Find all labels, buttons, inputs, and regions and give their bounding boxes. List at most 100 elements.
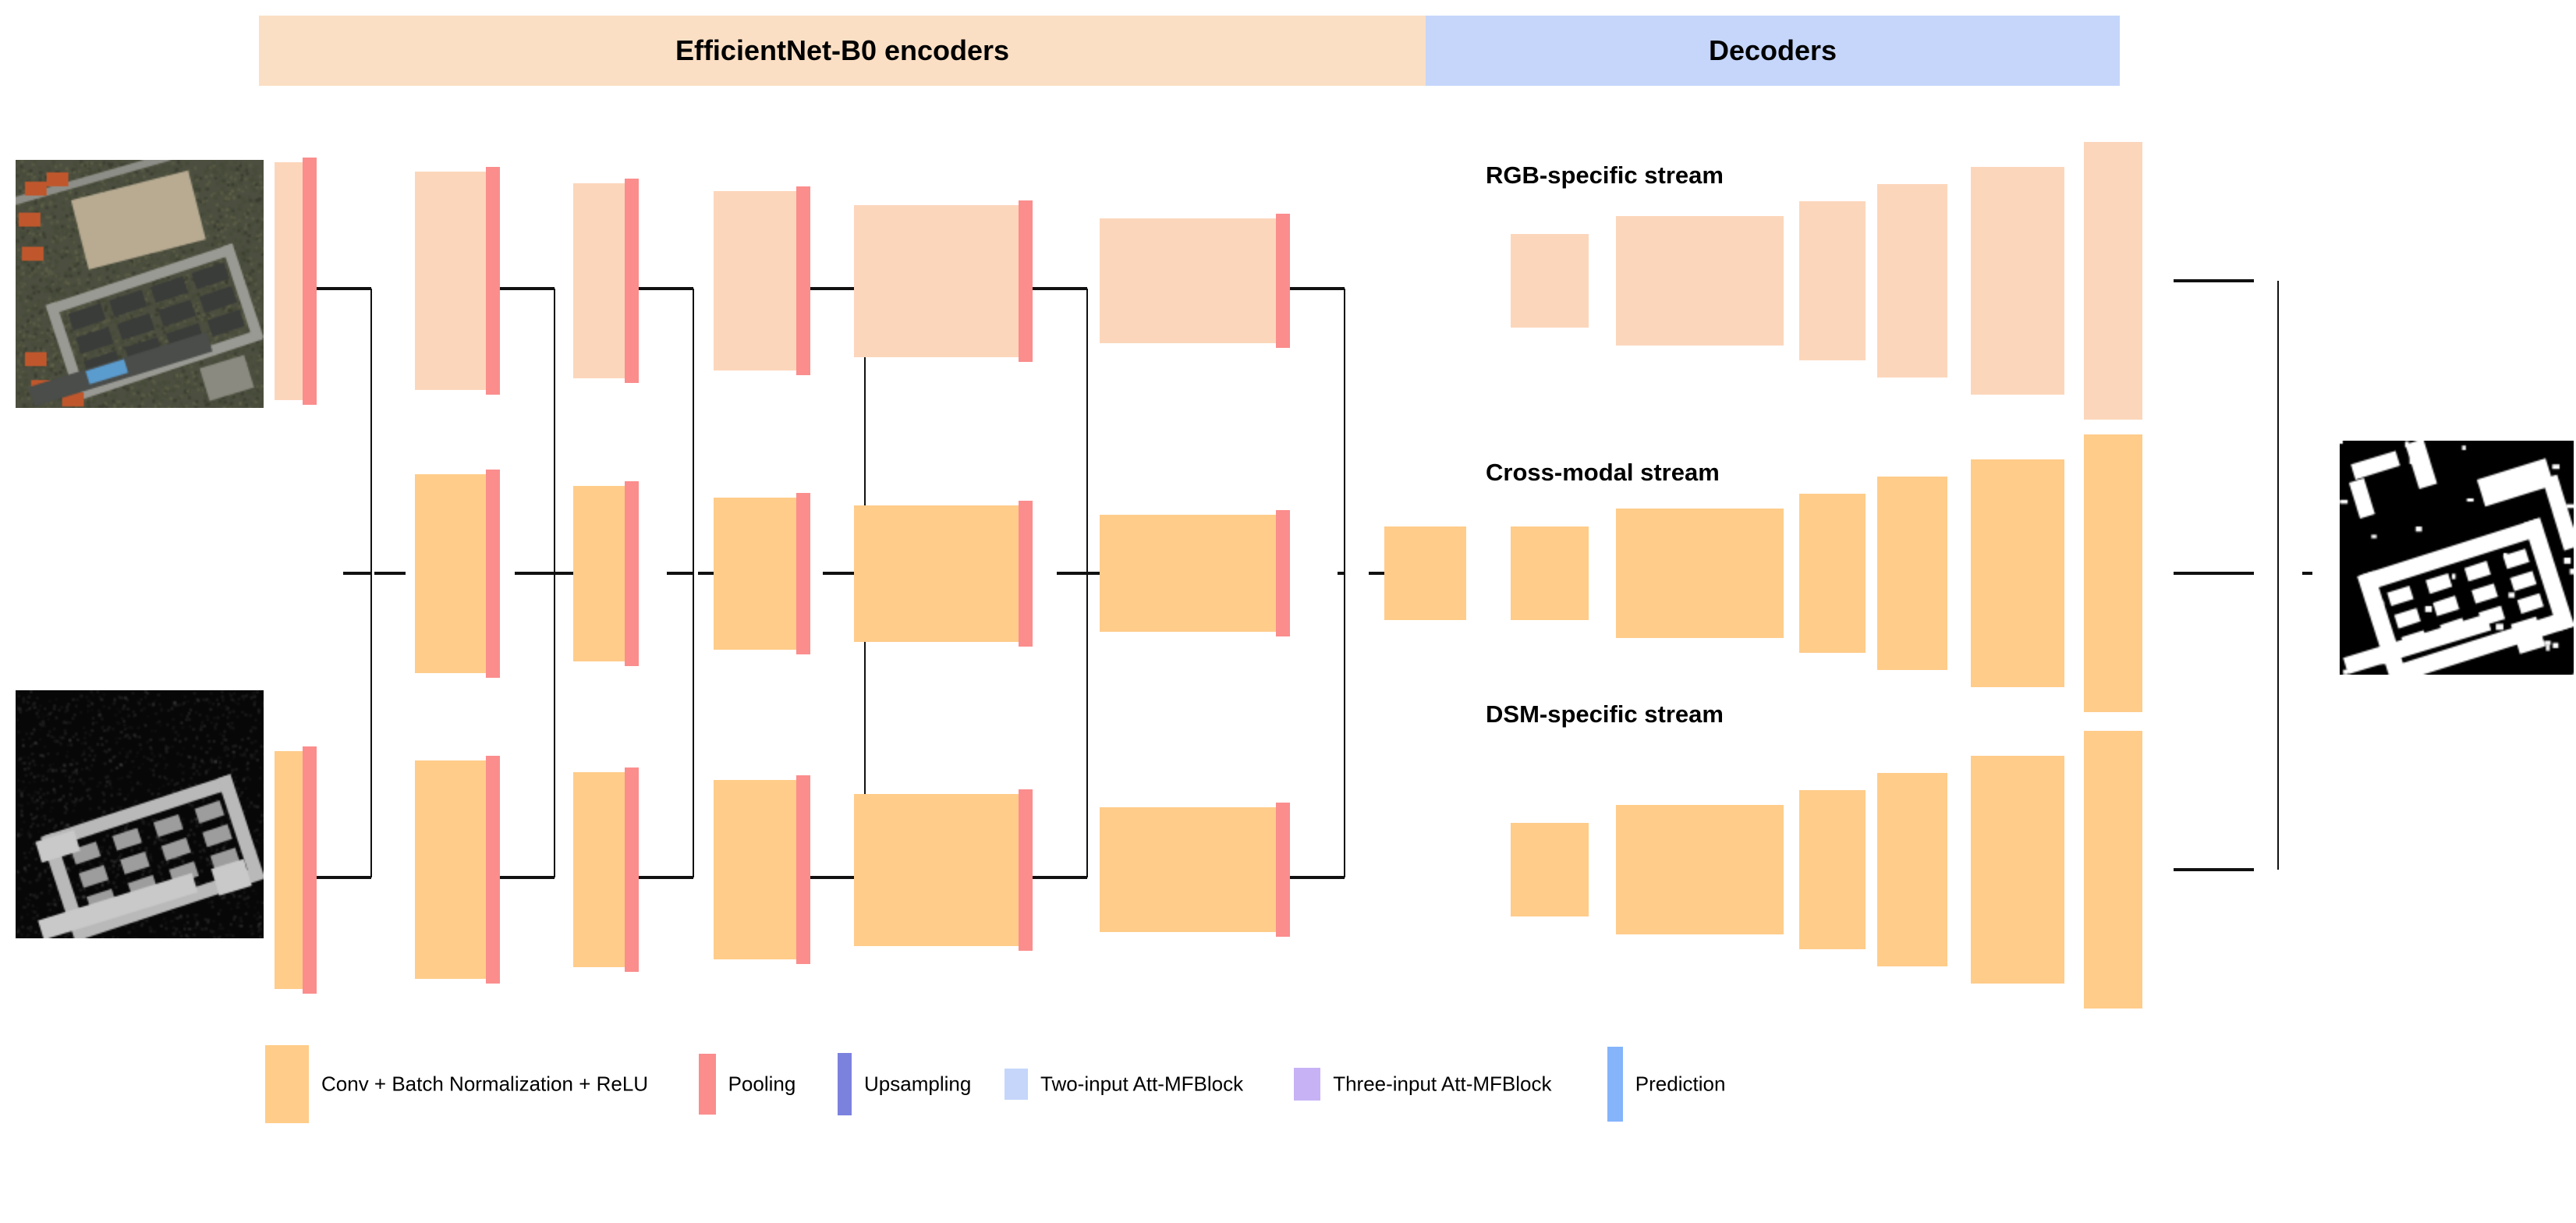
cross-encoder-pooling-2	[625, 480, 639, 666]
rgb-skip-horizontal-6	[1290, 287, 1345, 290]
rgb-encoder-conv-2	[415, 172, 489, 390]
encoder-section-title: EfficientNet-B0 encoders	[675, 34, 1010, 66]
dsm-decoder-conv-3	[1799, 790, 1866, 949]
cross-encoder-conv-1	[415, 473, 489, 673]
three-input-att-mfblock-encoder-3[interactable]	[823, 549, 854, 597]
binary-building-segmentation-output	[2340, 441, 2574, 675]
dsm-stream-label: DSM-specific stream	[1486, 700, 1724, 728]
rgb-encoder-conv-3	[573, 183, 628, 378]
rgb-skip-vertical-1	[370, 289, 372, 573]
cross-encoder-pooling-3	[796, 492, 810, 654]
fusion-out-1	[374, 572, 406, 575]
cross-modal-decoder-conv-6	[2084, 434, 2142, 712]
cross-modal-decoder-conv-1	[1511, 526, 1589, 621]
dsm-skip-horizontal-4	[810, 876, 865, 879]
dsm-elevation-input-image	[16, 690, 264, 938]
dsm-decoder-conv-5	[1971, 755, 2064, 984]
rgb-encoder-conv-6	[1100, 218, 1279, 343]
rgb-decoder-conv-2	[1616, 216, 1784, 346]
legend-label-2: Pooling	[728, 1072, 796, 1096]
cross-modal-stream-label: Cross-modal stream	[1486, 459, 1720, 486]
dsm-encoder-pooling-1	[303, 746, 317, 994]
dsm-skip-vertical-3	[693, 573, 694, 877]
dsm-skip-horizontal-5	[1033, 876, 1087, 879]
rgb-encoder-pooling-5	[1019, 200, 1033, 362]
dsm-encoder-pooling-4	[796, 775, 810, 964]
three-input-att-mfblock-encoder-5[interactable]	[1338, 549, 1369, 597]
fusion-in-4	[823, 572, 865, 575]
fusion-in-5	[1057, 572, 1087, 575]
rgb-decoder-conv-6	[2084, 142, 2142, 420]
final-fusion-to-prediction	[2302, 572, 2312, 575]
rgb-decoder-conv-1	[1511, 233, 1589, 328]
rgb-skip-horizontal-4	[810, 287, 865, 290]
legend-swatch-4	[1005, 1069, 1028, 1100]
cross-encoder-pooling-5	[1276, 510, 1290, 636]
cross-modal-decoder-conv-4	[1877, 477, 1947, 670]
dsm-encoder-conv-3	[573, 772, 628, 967]
two-input-att-mfblock-encoder[interactable]	[343, 549, 376, 597]
dsm-skip-vertical-6	[1344, 573, 1345, 877]
rgb-stream-label: RGB-specific stream	[1486, 161, 1724, 189]
dsm-encoder-pooling-3	[625, 767, 639, 972]
rgb-skip-vertical-6	[1344, 289, 1345, 573]
legend-swatch-3	[838, 1053, 852, 1115]
legend-swatch-2	[698, 1054, 716, 1115]
fusion-in-3	[667, 572, 693, 575]
rgb-skip-horizontal-3	[639, 287, 693, 290]
legend-label-1: Conv + Batch Normalization + ReLU	[321, 1072, 649, 1096]
legend-swatch-6	[1607, 1047, 1623, 1122]
dsm-decoder-conv-2	[1616, 805, 1784, 934]
dsm-decoder-conv-1	[1511, 822, 1589, 917]
rgb-encoder-conv-1	[275, 161, 306, 400]
dsm-stream-prediction	[2156, 729, 2174, 1010]
pred-rgb-out	[2174, 279, 2254, 282]
rgb-encoder-pooling-4	[796, 186, 810, 375]
legend-label-4: Two-input Att-MFBlock	[1040, 1072, 1244, 1096]
three-input-att-mfblock-encoder-2[interactable]	[667, 549, 698, 597]
legend-label-6: Prediction	[1635, 1072, 1726, 1096]
cross-encoder-pooling-4	[1019, 500, 1033, 647]
cross-encoder-conv-4	[854, 505, 1022, 642]
rgb-encoder-pooling-2	[486, 167, 500, 395]
cross-encoder-conv-3	[714, 497, 799, 650]
rgb-decoder-conv-4	[1877, 184, 1947, 378]
encoder-section-banner: EfficientNet-B0 encoders	[259, 16, 1426, 86]
three-input-att-mfblock-output[interactable]	[2254, 548, 2302, 598]
cross-encoder-conv-6	[1384, 526, 1466, 620]
dsm-skip-horizontal-6	[1290, 876, 1345, 879]
legend-swatch-1	[265, 1045, 309, 1123]
legend-label-5: Three-input Att-MFBlock	[1333, 1072, 1552, 1096]
final-fusion-vertical	[2277, 281, 2279, 870]
dsm-encoder-conv-5	[854, 793, 1022, 946]
rgb-encoder-conv-4	[714, 191, 799, 370]
dsm-skip-horizontal-2	[500, 876, 555, 879]
dsm-skip-horizontal-1	[317, 876, 371, 879]
rgb-skip-vertical-4	[864, 289, 866, 573]
cross-modal-decoder-conv-3	[1799, 494, 1866, 653]
cross-modal-decoder-conv-5	[1971, 459, 2064, 688]
dsm-skip-vertical-1	[370, 573, 372, 877]
dsm-decoder-conv-4	[1877, 773, 1947, 966]
rgb-encoder-pooling-3	[625, 179, 639, 383]
legend-label-3: Upsampling	[864, 1072, 972, 1096]
dsm-encoder-pooling-2	[486, 756, 500, 984]
cross-encoder-pooling-1	[486, 469, 500, 678]
dsm-encoder-conv-1	[275, 750, 306, 989]
rgb-skip-horizontal-5	[1033, 287, 1087, 290]
rgb-skip-horizontal-1	[317, 287, 371, 290]
three-input-att-mfblock-encoder-1[interactable]	[515, 549, 546, 597]
legend-swatch-5	[1294, 1068, 1321, 1101]
rgb-skip-vertical-3	[693, 289, 694, 573]
legend: Conv + Batch Normalization + ReLU Pooling…	[265, 1037, 2137, 1131]
three-input-att-mfblock-encoder-4[interactable]	[1057, 549, 1088, 597]
cross-modal-decoder-conv-2	[1616, 509, 1784, 638]
rgb-encoder-pooling-6	[1276, 214, 1290, 348]
rgb-decoder-conv-5	[1971, 166, 2064, 395]
fusion-in-2	[515, 572, 555, 575]
rgb-aerial-input-image	[16, 160, 264, 408]
dsm-encoder-pooling-5	[1019, 789, 1033, 951]
cross-encoder-conv-5	[1100, 515, 1279, 632]
decoder-section-banner: Decoders	[1426, 16, 2120, 86]
dsm-decoder-conv-6	[2084, 731, 2142, 1009]
